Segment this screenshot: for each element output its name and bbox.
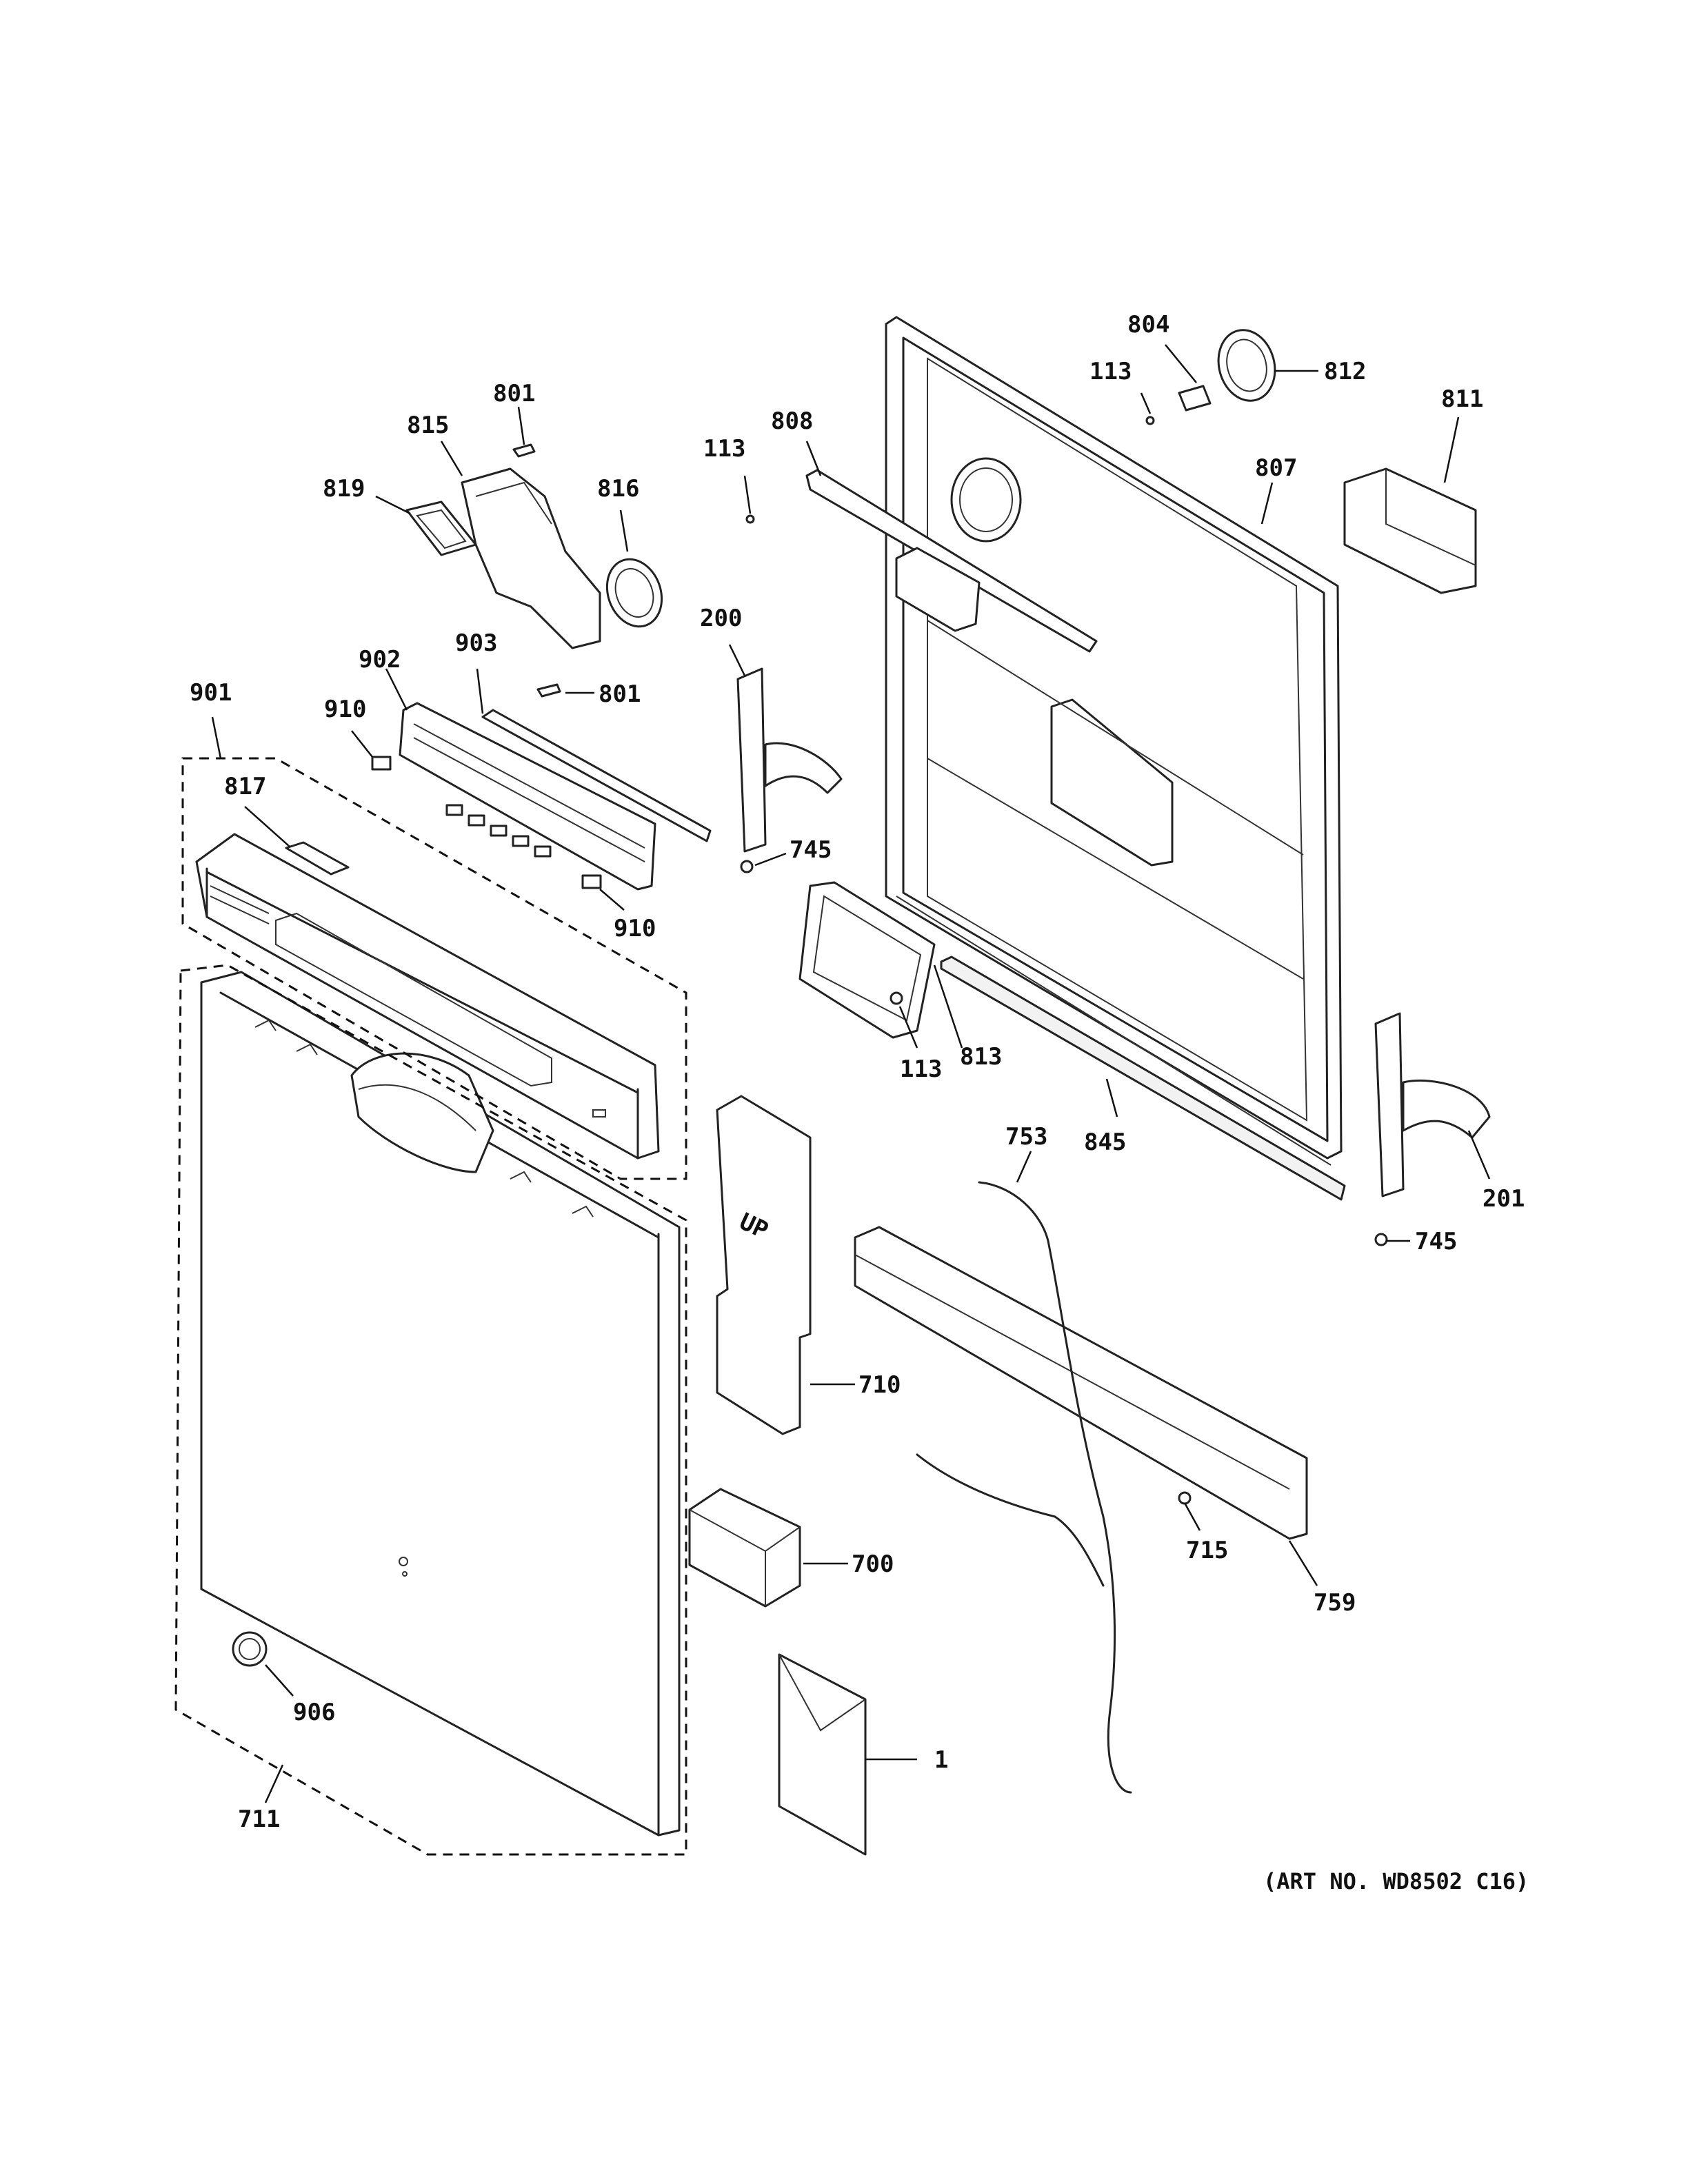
button-keys xyxy=(371,756,602,889)
toe-kick xyxy=(854,1226,1308,1540)
control-panel-assembly-outline xyxy=(181,757,687,1180)
callout-201: 201 xyxy=(1483,1185,1525,1213)
callout-labels: 804 812 113 811 807 808 113 801 815 819 … xyxy=(190,311,1529,1894)
hinge-right xyxy=(1374,1012,1491,1197)
vent-duct xyxy=(405,443,663,698)
ge-badge xyxy=(232,1631,268,1667)
callout-745: 745 xyxy=(1415,1228,1457,1255)
insulation-blanket: UP xyxy=(716,1095,812,1435)
callout-815: 815 xyxy=(407,412,449,439)
callout-113: 113 xyxy=(900,1055,942,1083)
callout-753: 753 xyxy=(1005,1123,1047,1151)
latch xyxy=(1178,385,1212,412)
control-panel xyxy=(195,833,660,1160)
callout-903: 903 xyxy=(455,629,497,657)
callout-902: 902 xyxy=(359,646,401,674)
callout-745: 745 xyxy=(790,836,832,864)
door-bracket xyxy=(805,469,1098,653)
callout-901: 901 xyxy=(190,679,232,707)
door-assembly-outline xyxy=(174,964,687,1856)
callout-711: 711 xyxy=(238,1806,280,1833)
callout-759: 759 xyxy=(1314,1589,1356,1617)
callout-801: 801 xyxy=(599,680,641,708)
door-gasket xyxy=(940,956,1346,1201)
callout-845: 845 xyxy=(1084,1129,1126,1156)
callout-113: 113 xyxy=(703,435,745,463)
literature-envelope xyxy=(778,1653,867,1856)
callout-906: 906 xyxy=(293,1699,335,1726)
callout-812: 812 xyxy=(1324,358,1366,385)
art-number: (ART NO. WD8502 C16) xyxy=(1263,1868,1529,1894)
callout-807: 807 xyxy=(1255,454,1297,482)
vent-disk xyxy=(1217,329,1276,402)
callout-813: 813 xyxy=(960,1043,1002,1071)
screws xyxy=(740,416,1388,1505)
callout-804: 804 xyxy=(1127,311,1169,338)
callout-715: 715 xyxy=(1186,1537,1228,1564)
leader-lines xyxy=(211,344,1491,1803)
callout-808: 808 xyxy=(771,407,813,435)
callout-1: 1 xyxy=(934,1746,948,1774)
callout-811: 811 xyxy=(1441,385,1483,413)
callout-801: 801 xyxy=(493,380,535,407)
callout-910: 910 xyxy=(324,696,366,723)
callout-200: 200 xyxy=(700,605,742,632)
inner-door-liner xyxy=(885,316,1343,1166)
outer-door-panel xyxy=(200,971,681,1837)
callout-817: 817 xyxy=(224,773,266,800)
callout-113: 113 xyxy=(1089,358,1132,385)
callout-819: 819 xyxy=(323,475,365,503)
callout-700: 700 xyxy=(852,1550,894,1578)
callout-910: 910 xyxy=(614,915,656,942)
callout-816: 816 xyxy=(597,475,639,503)
wire-harness xyxy=(916,1181,1132,1794)
hinge-left xyxy=(736,667,843,853)
insulation-block xyxy=(688,1488,801,1608)
callout-710: 710 xyxy=(858,1371,901,1399)
control-board xyxy=(399,702,712,891)
diverter-module xyxy=(1343,467,1477,594)
